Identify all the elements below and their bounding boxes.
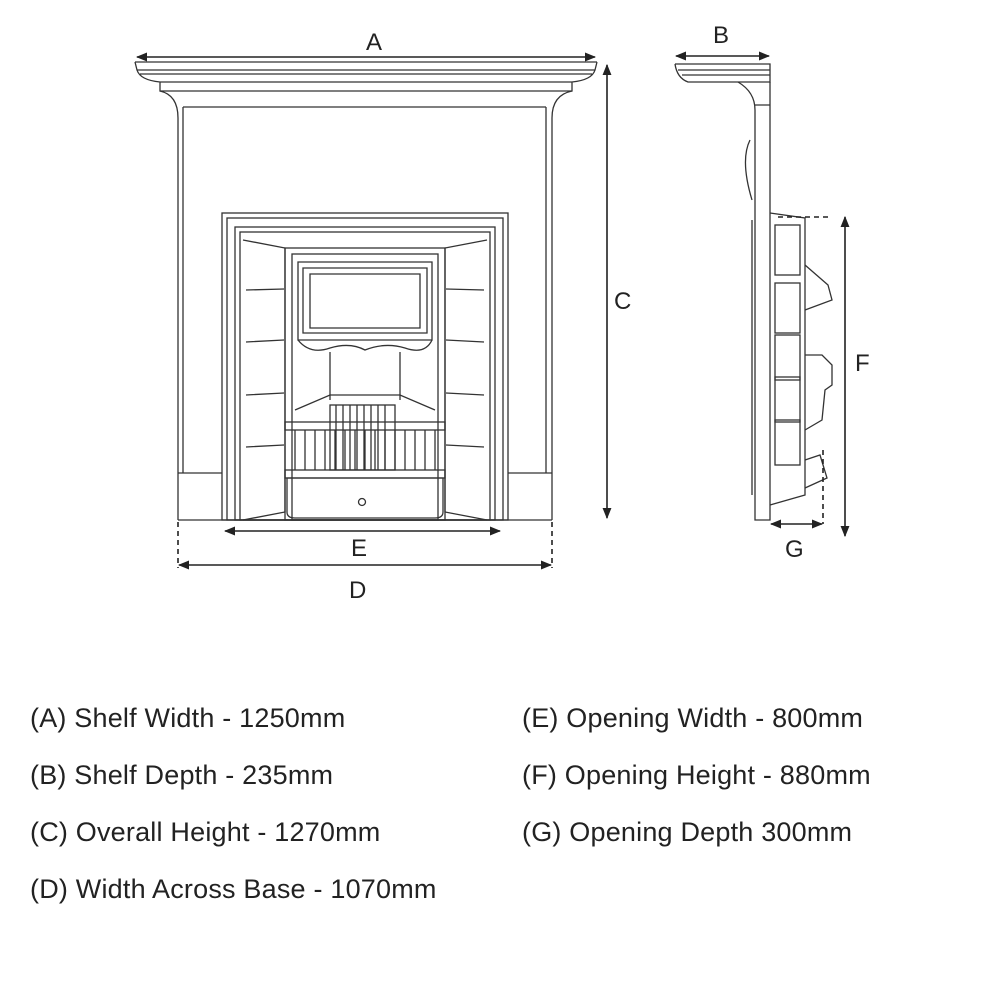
spec-overall-height: (C) Overall Height - 1270mm	[30, 817, 381, 847]
fireplace-diagram: A B C D E F G	[134, 22, 870, 604]
side-view	[674, 63, 833, 521]
label-b: B	[713, 22, 729, 49]
label-f: F	[855, 350, 870, 377]
label-a: A	[366, 29, 382, 56]
spec-opening-width: (E) Opening Width - 800mm	[522, 703, 864, 733]
spec-opening-depth: (G) Opening Depth 300mm	[522, 817, 853, 847]
label-c: C	[614, 288, 631, 315]
spec-width-across-base: (D) Width Across Base - 1070mm	[30, 874, 437, 904]
spec-shelf-depth: (B) Shelf Depth - 235mm	[30, 760, 334, 790]
label-d: D	[349, 577, 366, 604]
front-view	[134, 61, 598, 521]
spec-opening-height: (F) Opening Height - 880mm	[522, 760, 871, 790]
spec-shelf-width: (A) Shelf Width - 1250mm	[30, 703, 346, 733]
label-g: G	[785, 536, 804, 563]
label-e: E	[351, 535, 367, 562]
